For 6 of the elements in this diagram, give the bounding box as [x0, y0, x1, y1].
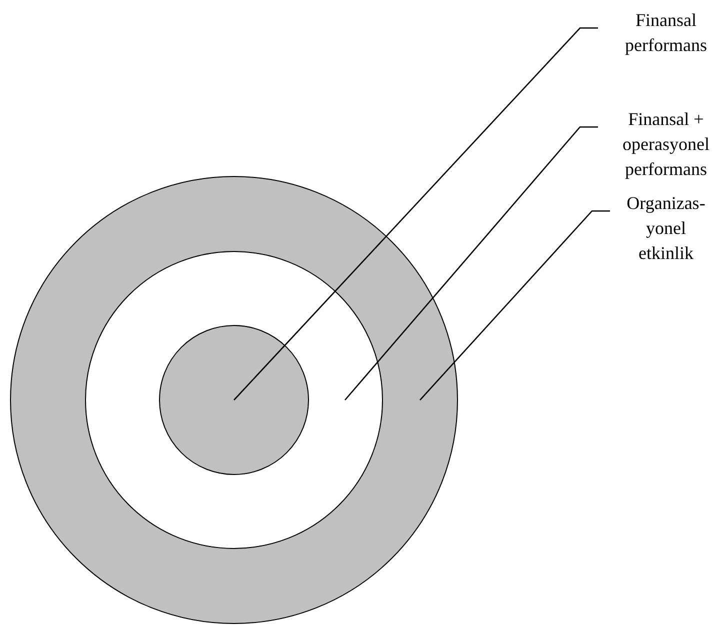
- callout-label: Organizas- yonel etkinlik: [626, 192, 706, 265]
- callout-label: Finansal performans: [624, 9, 708, 57]
- leader-line: [344, 126, 598, 400]
- leader-line: [420, 210, 610, 400]
- callout-label: Finansal + operasyonel performans: [622, 108, 710, 181]
- leader-line: [234, 27, 598, 400]
